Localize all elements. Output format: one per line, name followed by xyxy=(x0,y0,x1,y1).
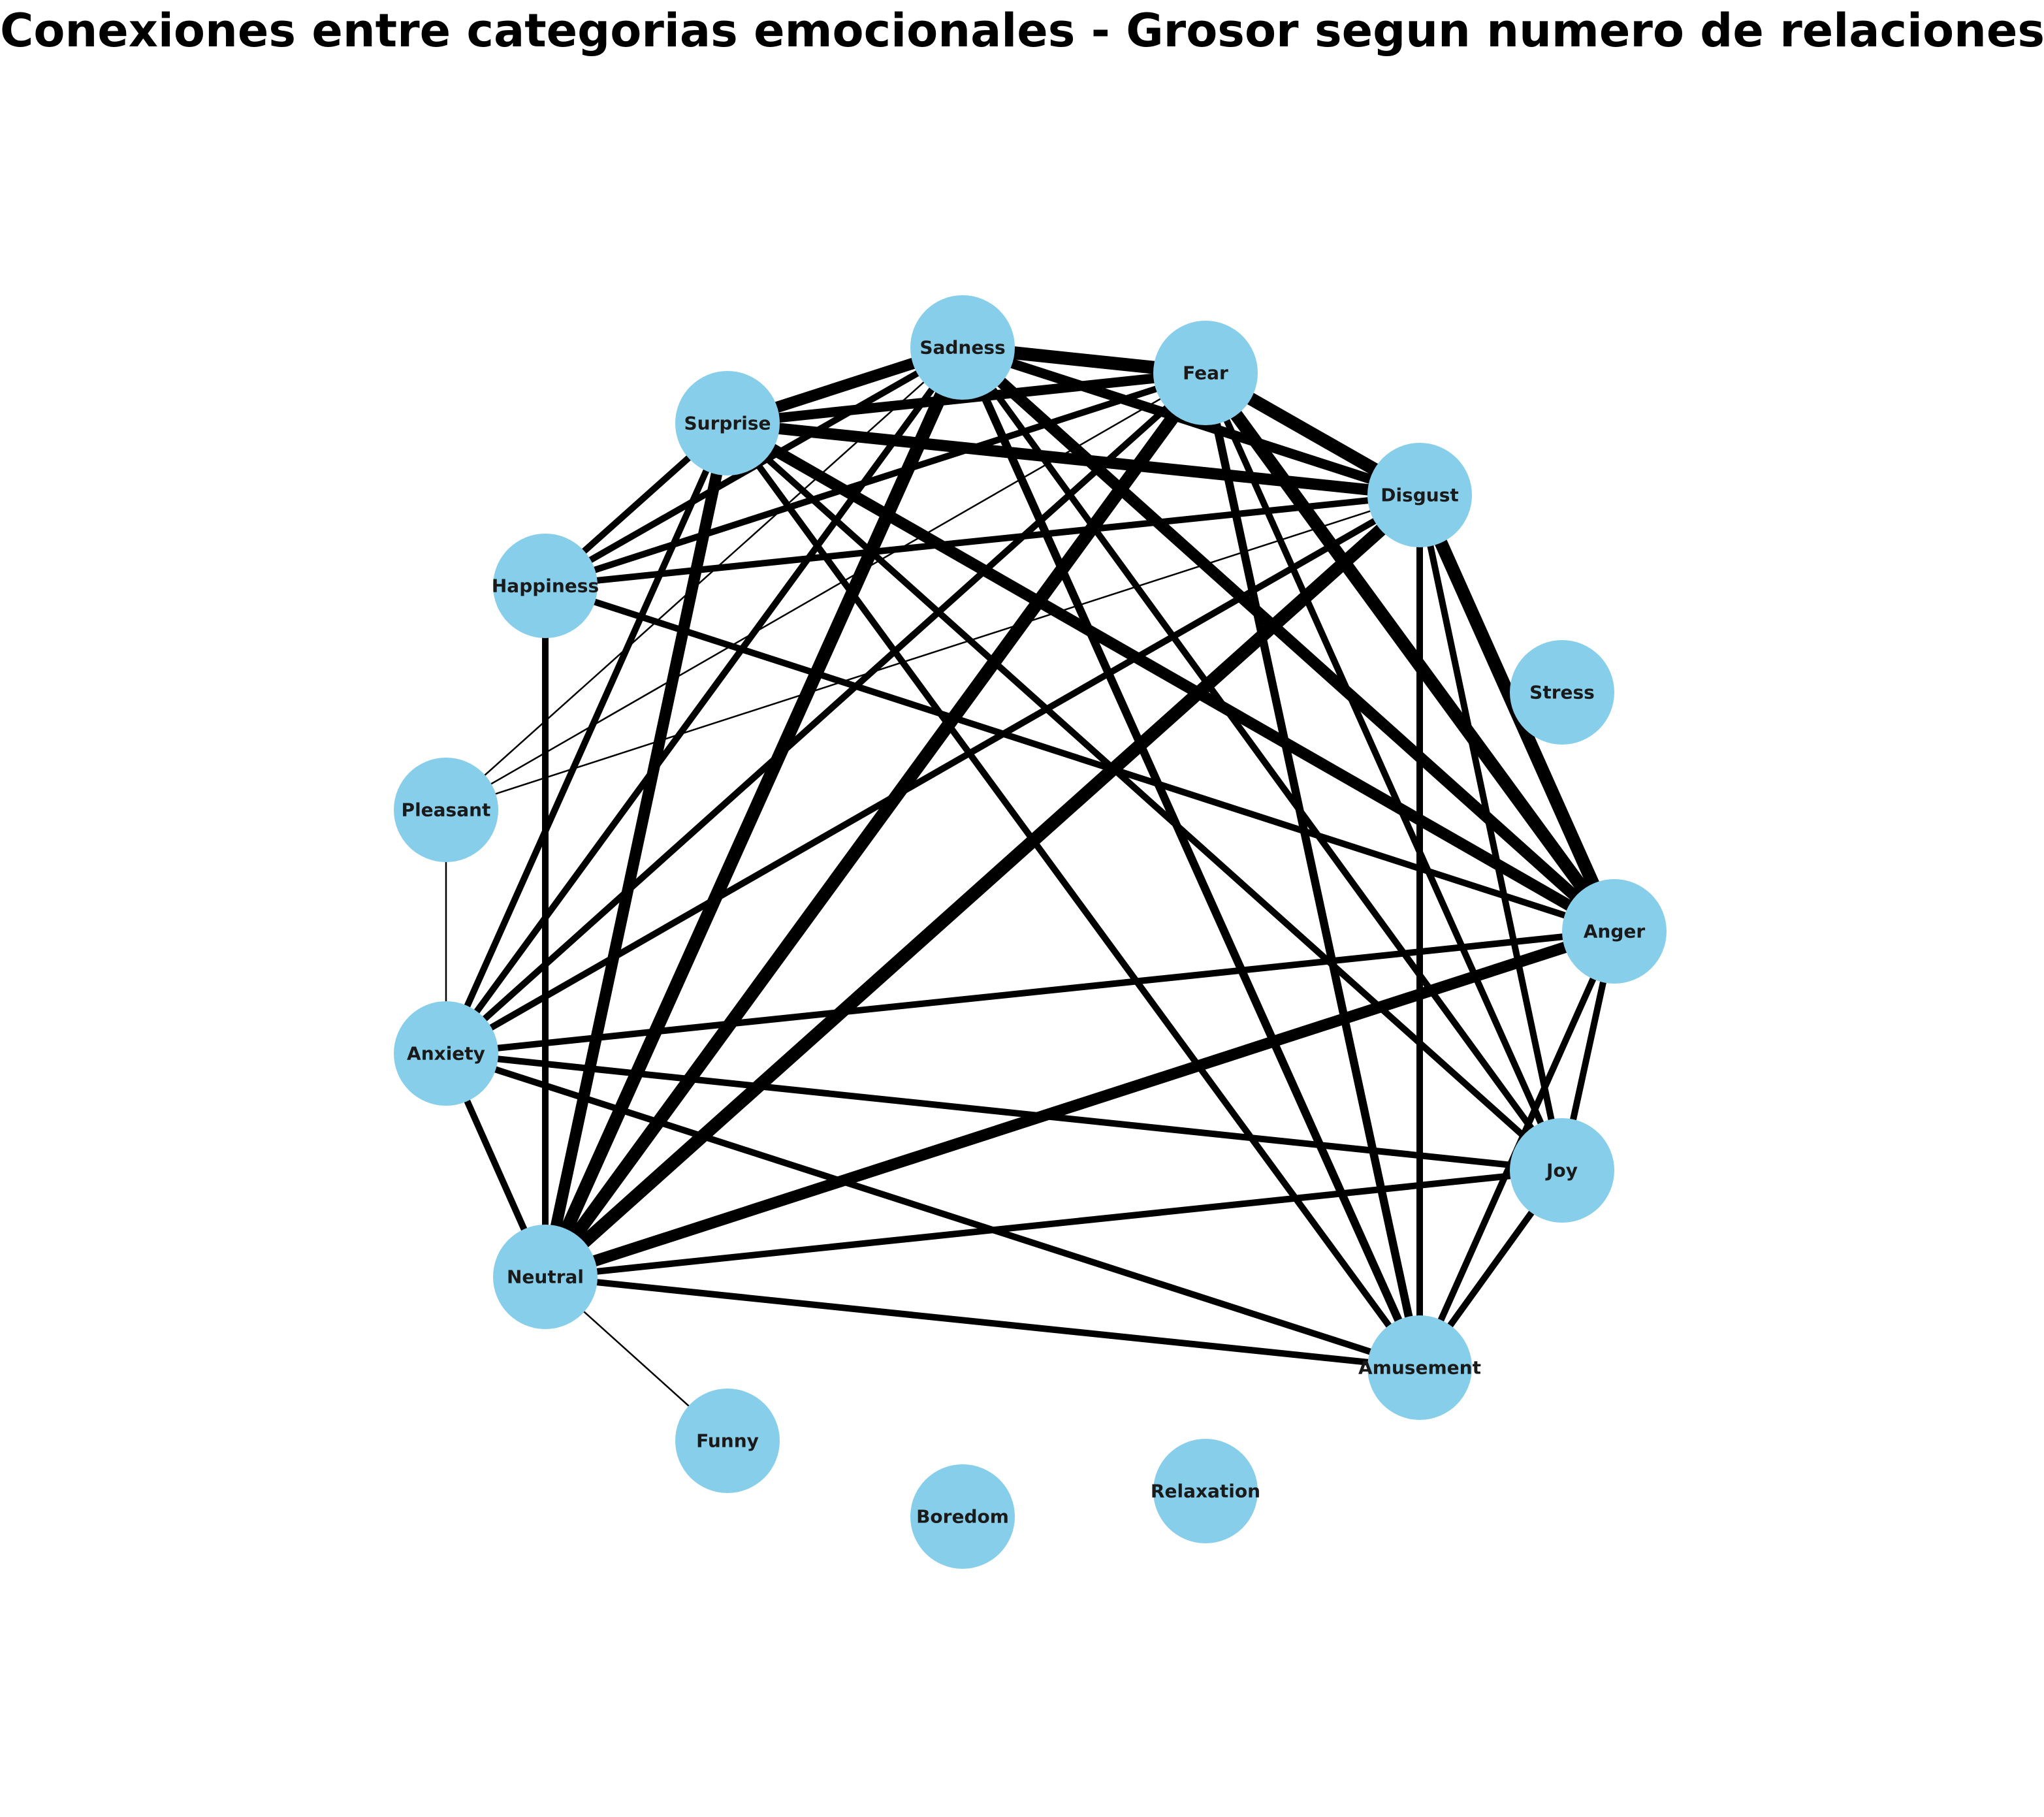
node-boredom: Boredom xyxy=(910,1464,1015,1569)
node-disgust: Disgust xyxy=(1367,443,1472,547)
node-circle-anxiety xyxy=(394,1001,498,1106)
edge-sadness-amusement xyxy=(959,346,1424,1370)
edge-joy-neutral xyxy=(545,1167,1563,1280)
node-surprise: Surprise xyxy=(675,371,780,475)
edge-disgust-pleasant xyxy=(445,494,1420,811)
node-label-stress: Stress xyxy=(1529,682,1595,703)
edge-surprise-anxiety xyxy=(443,421,731,1055)
node-circle-anger xyxy=(1562,879,1667,984)
node-label-anger: Anger xyxy=(1584,921,1646,942)
node-stress: Stress xyxy=(1510,640,1614,745)
edge-fear-neutral xyxy=(539,369,1211,1281)
node-label-relaxation: Relaxation xyxy=(1151,1481,1260,1502)
node-label-boredom: Boredom xyxy=(916,1506,1009,1528)
node-label-anxiety: Anxiety xyxy=(407,1043,485,1065)
edge-disgust-happiness xyxy=(545,492,1420,589)
node-fear: Fear xyxy=(1153,321,1258,425)
edge-anger-anxiety xyxy=(445,928,1615,1057)
edge-fear-joy xyxy=(1202,371,1565,1172)
node-layer: SadnessFearSurpriseDisgustHappinessStres… xyxy=(394,295,1667,1569)
node-anxiety: Anxiety xyxy=(394,1001,498,1106)
chart-title: Conexiones entre categorias emocionales … xyxy=(0,4,2044,57)
edge-surprise-anger xyxy=(724,418,1618,937)
node-circle-amusement xyxy=(1367,1315,1472,1420)
node-label-surprise: Surprise xyxy=(684,413,771,434)
edge-sadness-anger xyxy=(959,343,1618,936)
node-circle-fear xyxy=(1153,321,1258,425)
node-circle-happiness xyxy=(493,534,598,638)
edge-sadness-pleasant xyxy=(445,347,963,811)
edge-anger-neutral xyxy=(543,925,1616,1283)
edge-disgust-joy xyxy=(1416,494,1565,1172)
edge-fear-anxiety xyxy=(443,370,1208,1056)
edge-happiness-anger xyxy=(544,583,1616,935)
edge-anxiety-joy xyxy=(445,1050,1563,1174)
node-circle-joy xyxy=(1510,1118,1614,1223)
node-circle-stress xyxy=(1510,640,1614,745)
node-label-amusement: Amusement xyxy=(1358,1357,1481,1379)
edge-fear-anger xyxy=(1200,369,1620,935)
edge-surprise-disgust xyxy=(727,417,1420,501)
edge-fear-happiness xyxy=(544,370,1207,589)
node-anger: Anger xyxy=(1562,879,1667,984)
node-label-fear: Fear xyxy=(1183,362,1228,384)
node-label-funny: Funny xyxy=(696,1430,759,1452)
edge-disgust-anxiety xyxy=(444,492,1422,1057)
node-circle-funny xyxy=(675,1389,780,1493)
edge-sadness-neutral xyxy=(539,344,969,1280)
edge-disgust-neutral xyxy=(541,490,1424,1282)
node-sadness: Sadness xyxy=(910,295,1015,400)
edge-surprise-neutral xyxy=(539,422,733,1278)
edge-fear-pleasant xyxy=(445,372,1206,811)
node-circle-surprise xyxy=(675,371,780,475)
node-circle-pleasant xyxy=(394,758,498,862)
edge-neutral-amusement xyxy=(545,1274,1420,1371)
node-funny: Funny xyxy=(675,1389,780,1493)
node-label-disgust: Disgust xyxy=(1381,485,1459,506)
edge-surprise-amusement xyxy=(724,421,1423,1370)
node-label-joy: Joy xyxy=(1545,1160,1578,1182)
node-relaxation: Relaxation xyxy=(1151,1439,1260,1543)
node-joy: Joy xyxy=(1510,1118,1614,1223)
node-label-sadness: Sadness xyxy=(919,337,1005,359)
node-label-pleasant: Pleasant xyxy=(402,799,491,821)
node-happiness: Happiness xyxy=(492,534,599,638)
node-label-happiness: Happiness xyxy=(492,575,599,597)
node-circle-disgust xyxy=(1367,443,1472,547)
edge-anxiety-amusement xyxy=(445,1050,1421,1371)
edge-sadness-joy xyxy=(959,346,1565,1172)
node-circle-relaxation xyxy=(1153,1439,1258,1543)
node-circle-boredom xyxy=(910,1464,1015,1569)
node-circle-sadness xyxy=(910,295,1015,400)
node-amusement: Amusement xyxy=(1358,1315,1481,1420)
node-pleasant: Pleasant xyxy=(394,758,498,862)
node-neutral: Neutral xyxy=(493,1225,598,1329)
edge-sadness-anxiety xyxy=(443,346,966,1055)
node-label-neutral: Neutral xyxy=(507,1266,584,1288)
node-circle-neutral xyxy=(493,1225,598,1329)
edge-fear-amusement xyxy=(1201,372,1424,1369)
edge-layer xyxy=(443,341,1621,1441)
